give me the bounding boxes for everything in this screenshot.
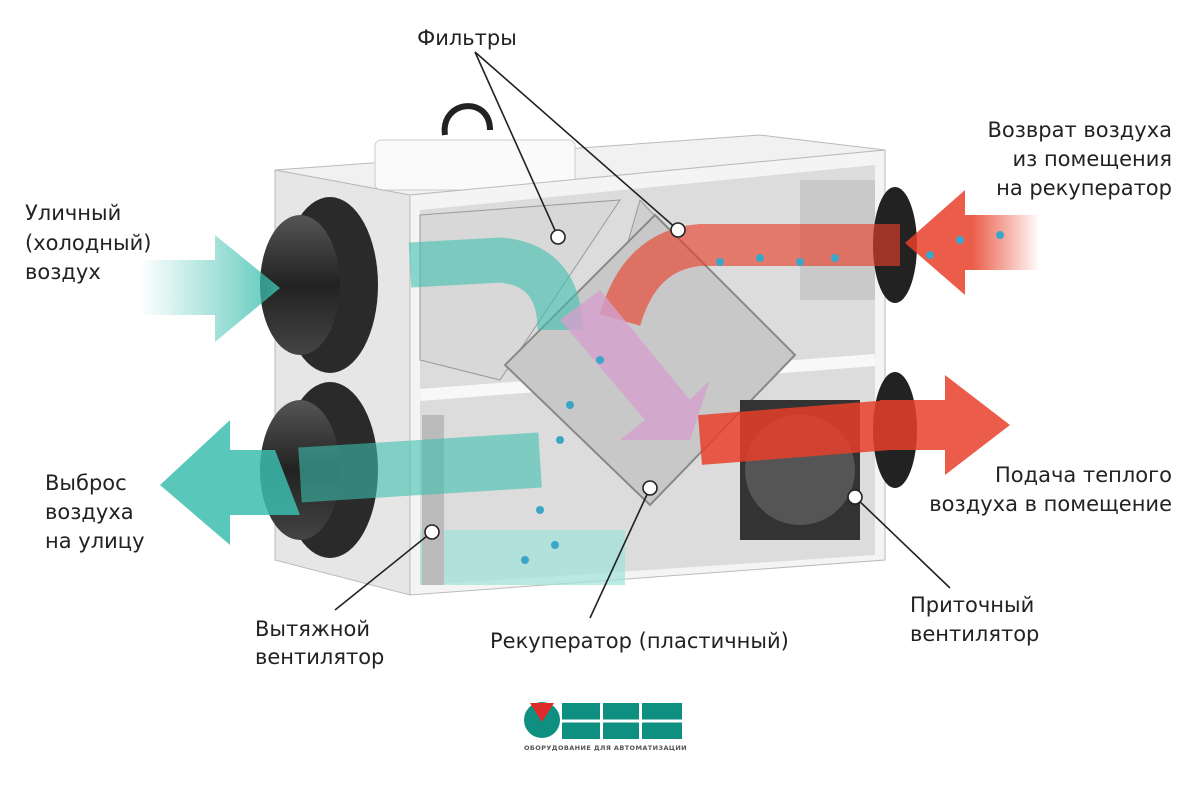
recuperator-marker — [642, 480, 658, 496]
exhaust-fan-marker — [424, 524, 440, 540]
label-supply-fan-2: вентилятор — [910, 622, 1039, 646]
logo-red-triangle — [530, 703, 554, 722]
label-recuperator: Рекуператор (пластичный) — [490, 629, 789, 653]
oven-logo: ОБОРУДОВАНИЕ ДЛЯ АВТОМАТИЗАЦИИ — [524, 702, 687, 752]
label-outdoor-air-3: воздух — [25, 260, 101, 284]
mixed-air-arrow — [560, 290, 710, 440]
label-exhaust-air-3: на улицу — [45, 529, 145, 553]
label-supply-air-2: воздуха в помещение — [929, 492, 1172, 516]
label-outdoor-air-1: Уличный — [25, 201, 121, 225]
label-exhaust-air-1: Выброс — [45, 471, 127, 495]
filter-marker — [550, 229, 566, 245]
label-filters: Фильтры — [417, 26, 517, 50]
label-exhaust-air-2: воздуха — [45, 500, 134, 524]
logo-tagline: ОБОРУДОВАНИЕ ДЛЯ АВТОМАТИЗАЦИИ — [524, 744, 687, 752]
outdoor-air-arrow — [140, 235, 280, 342]
filter-marker — [670, 222, 686, 238]
label-return-air-3: на рекуператор — [996, 176, 1172, 200]
condensate-droplets — [521, 231, 1004, 564]
power-cable — [441, 103, 493, 136]
return-air-arrow — [905, 190, 1040, 295]
label-supply-air-1: Подача теплого — [995, 463, 1172, 487]
leader-lines — [334, 51, 951, 619]
label-outdoor-air-2: (холодный) — [25, 231, 151, 255]
label-return-air-2: из помещения — [1012, 147, 1172, 171]
exhaust-air-arrow — [160, 420, 300, 545]
label-return-air-1: Возврат воздуха — [987, 118, 1172, 142]
label-exhaust-fan-2: вентилятор — [255, 645, 384, 669]
label-supply-fan-1: Приточный — [910, 593, 1034, 617]
supply-air-arrow — [880, 375, 1010, 475]
airflow-arrows — [140, 190, 1040, 545]
supply-fan-marker — [847, 489, 863, 505]
label-exhaust-fan-1: Вытяжной — [255, 617, 370, 641]
